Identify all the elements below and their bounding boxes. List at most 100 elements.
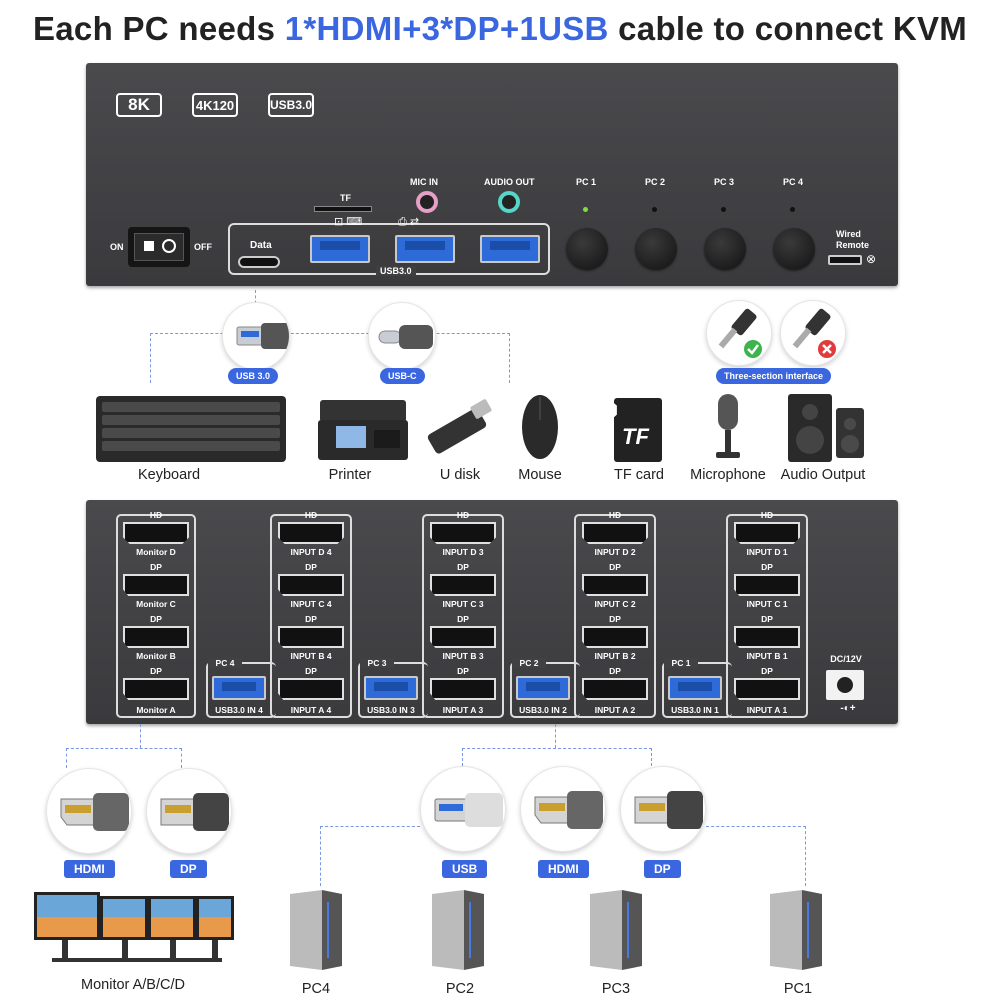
pc3-led [721,207,726,212]
pc1-dp-label: DP [761,562,773,572]
pc4-usb-in-port[interactable] [212,676,266,700]
usb30-pill: USB 3.0 [228,368,279,384]
pc3-dp-input-a-port[interactable] [430,678,496,700]
tf-label: TF [340,193,351,203]
pc2-label: PC 2 [512,658,546,668]
pc2-caption: PC2 [445,981,475,997]
pc4-video-group [270,514,352,718]
udisk-caption: U disk [439,467,481,483]
hdmi-pill-right: HDMI [538,860,589,878]
pc4-usb-label: USB3.0 IN 4 [215,705,263,715]
pc2-hdmi-input-d-port[interactable] [582,522,648,544]
monitor-c-label: Monitor C [136,599,176,609]
pc4-dp-input-c-port[interactable] [278,574,344,596]
pc2-dp-input-a-port[interactable] [582,678,648,700]
pc4-input-label-0: INPUT D 4 [290,547,332,557]
pc4-link-line [320,826,420,886]
pc1-select-button[interactable] [566,228,608,270]
pc2-dp-input-c-port[interactable] [582,574,648,596]
printer-caption: Printer [328,467,372,483]
pc3-tower-icon [588,888,644,972]
pc3-dp-input-c-port[interactable] [430,574,496,596]
usb3-port-printer[interactable] [395,235,455,263]
power-off-mark-icon [162,239,176,253]
mouse-caption: Mouse [518,467,562,483]
pc4-dp-label: DP [305,666,317,676]
pc3-input-label-0: INPUT D 3 [442,547,484,557]
pc1-label: PC 1 [664,658,698,668]
pc3-dp-label: DP [457,562,469,572]
monitors-caption: Monitor A/B/C/D [81,977,185,993]
wired-remote-port[interactable] [828,255,862,265]
pc4-input-label-4: INPUT B 4 [290,651,332,661]
audio-out-label: AUDIO OUT [484,177,535,187]
power-switch[interactable] [128,227,190,267]
speaker-icon [786,390,866,464]
usb30-badge: USB3.0 [268,93,314,117]
monitor-d-hdmi-port[interactable] [123,522,189,544]
pc2-dp-input-b-port[interactable] [582,626,648,648]
pc4-dp-input-b-port[interactable] [278,626,344,648]
mic-in-jack[interactable] [416,191,438,213]
pc-branch-line [462,748,652,766]
pc2-select-button[interactable] [635,228,677,270]
pc3-usb-in-port[interactable] [364,676,418,700]
tf-card-caption: TF card [614,467,664,483]
dp-pill-right: DP [644,860,681,878]
usb3-port-3[interactable] [480,235,540,263]
pc4-tower-icon [288,888,344,972]
monitor-a-dp-port[interactable] [123,678,189,700]
power-off-label: OFF [194,242,212,252]
monitor-a-label: Monitor A [136,705,176,715]
pc3-caption: PC3 [601,981,631,997]
pc3-usb-label: USB3.0 IN 3 [367,705,415,715]
pc4-input-label-6: INPUT A 4 [290,705,332,715]
usb-drive-icon [418,392,498,464]
dc-power-port[interactable] [826,670,864,700]
pc3-hd-label: HD [456,510,470,520]
8k-badge: 8K [116,93,162,117]
pc1-dp-input-b-port[interactable] [734,626,800,648]
pc4-hdmi-input-d-port[interactable] [278,522,344,544]
4k120-badge: 4K120 [192,93,238,117]
pc4-hd-label: HD [304,510,318,520]
pc1-dp-input-c-port[interactable] [734,574,800,596]
pc3-dp-input-b-port[interactable] [430,626,496,648]
pc1-dp-input-a-port[interactable] [734,678,800,700]
pc3-input-label-4: INPUT B 3 [442,651,484,661]
pc2-tower-icon [430,888,486,972]
usb3-port-keyboard-mouse[interactable] [310,235,370,263]
audio-output-caption: Audio Output [780,467,866,483]
tf-card-icon: TF [614,398,662,462]
monitor-c-dp-port[interactable] [123,574,189,596]
pc1-usb-in-port[interactable] [668,676,722,700]
usb-c-port[interactable] [238,256,280,268]
hdmi-cable-image [46,768,132,854]
pc1-usb-label: USB3.0 IN 1 [671,705,719,715]
printer-icon [314,396,412,464]
pc3-select-button[interactable] [704,228,746,270]
pc2-input-label-4: INPUT B 2 [594,651,636,661]
tf-card-slot[interactable] [314,206,372,212]
dp-cable-image-right [620,766,706,852]
pc3-input-label-2: INPUT C 3 [442,599,484,609]
pc4-dp-input-a-port[interactable] [278,678,344,700]
hdmi-pill-left: HDMI [64,860,115,878]
pc4-select-button[interactable] [773,228,815,270]
monitor-b-dp-port[interactable] [123,626,189,648]
pc1-hdmi-input-d-port[interactable] [734,522,800,544]
power-on-label: ON [110,242,124,252]
audio-out-jack[interactable] [498,191,520,213]
pc2-usb-in-port[interactable] [516,676,570,700]
pc2-video-group [574,514,656,718]
pc2-hd-label: HD [608,510,622,520]
pc4-input-label-2: INPUT C 4 [290,599,332,609]
wired-remote-label: Wired Remote [836,229,870,250]
remote-icon: ⊗ [866,252,877,266]
pc2-usb-label: USB3.0 IN 2 [519,705,567,715]
mic-in-label: MIC IN [410,177,438,187]
tf-card-text: TF [622,424,649,449]
kvm-front-panel: 8K 4K120 USB3.0 ON OFF Data USB3.0 TF ⊡ … [86,63,898,286]
monitor-branch-line [66,748,182,768]
pc3-hdmi-input-d-port[interactable] [430,522,496,544]
